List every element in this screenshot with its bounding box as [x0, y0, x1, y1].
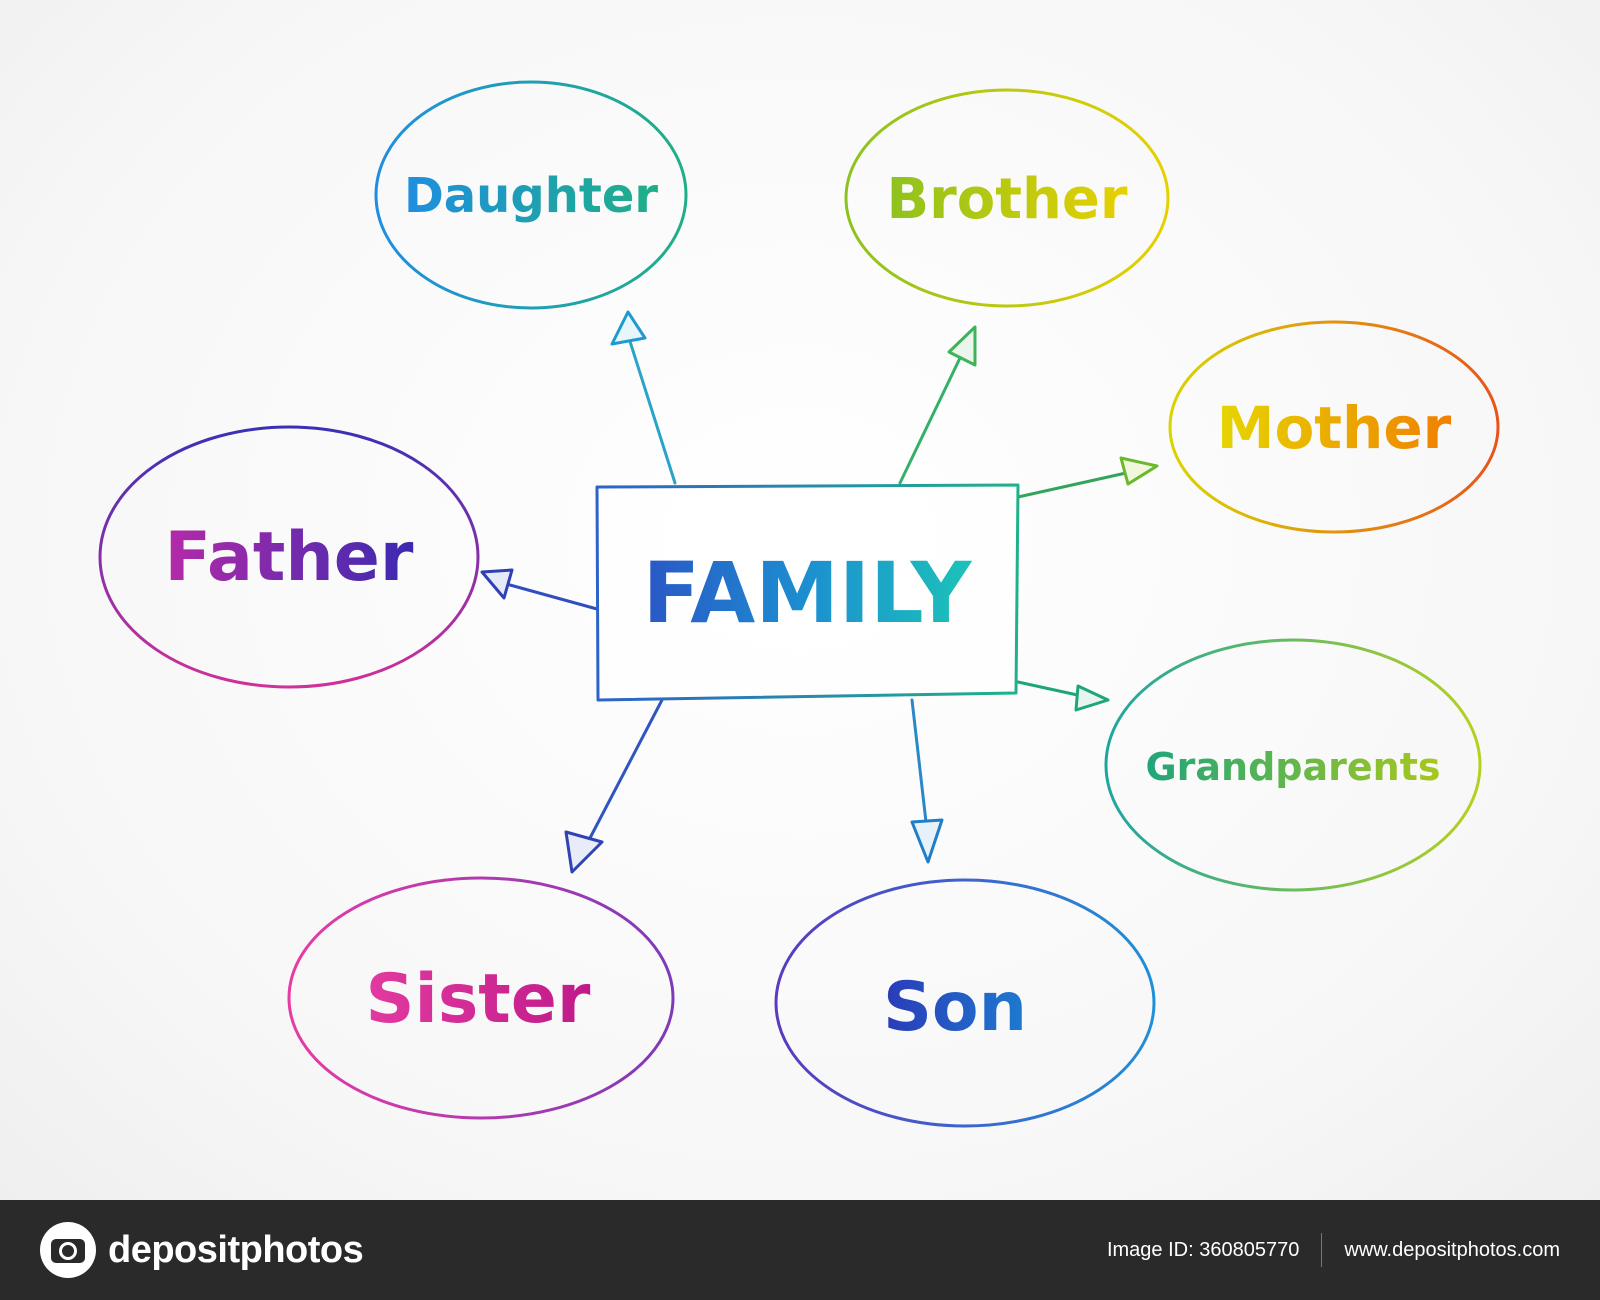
- connectors: [480, 310, 1159, 874]
- center-node: FAMILY: [595, 483, 1020, 702]
- node-label-daughter: Daughter: [404, 168, 658, 224]
- node-son: Son: [774, 878, 1156, 1128]
- node-father: Father: [98, 425, 480, 689]
- connector-father: [480, 568, 599, 611]
- node-grandparents: Grandparents: [1104, 638, 1482, 892]
- image-meta: Image ID: 360805770 www.depositphotos.co…: [1107, 1200, 1560, 1300]
- node-sister: Sister: [287, 876, 675, 1120]
- node-mother: Mother: [1168, 320, 1500, 534]
- node-label-father: Father: [165, 518, 414, 597]
- connector-sister: [564, 698, 664, 874]
- image-id: Image ID: 360805770: [1106, 1238, 1300, 1261]
- center-node-label: FAMILY: [643, 544, 973, 642]
- connector-son: [910, 698, 944, 864]
- meta-divider: [1321, 1233, 1323, 1267]
- node-label-grandparents: Grandparents: [1145, 745, 1440, 789]
- node-label-sister: Sister: [366, 960, 591, 1039]
- diagram-canvas: FAMILY Daughter Brother Mother Grandpare…: [0, 0, 1600, 1200]
- watermark-footer: depositphotos Image ID: 360805770 www.de…: [0, 1200, 1600, 1300]
- connector-brother: [898, 325, 977, 485]
- connector-mother: [1016, 456, 1159, 499]
- node-label-son: Son: [883, 968, 1027, 1047]
- node-brother: Brother: [844, 88, 1170, 308]
- site-url: www.depositphotos.com: [1344, 1238, 1560, 1261]
- connector-grandparents: [1016, 680, 1110, 712]
- brand-name: depositphotos: [108, 1228, 364, 1271]
- camera-logo-icon: [40, 1222, 96, 1278]
- connector-daughter: [610, 310, 677, 485]
- brand: depositphotos: [40, 1216, 364, 1284]
- node-label-mother: Mother: [1217, 394, 1452, 462]
- family-mind-map: FAMILY Daughter Brother Mother Grandpare…: [98, 80, 1500, 1128]
- node-label-brother: Brother: [886, 167, 1127, 232]
- node-daughter: Daughter: [374, 80, 688, 310]
